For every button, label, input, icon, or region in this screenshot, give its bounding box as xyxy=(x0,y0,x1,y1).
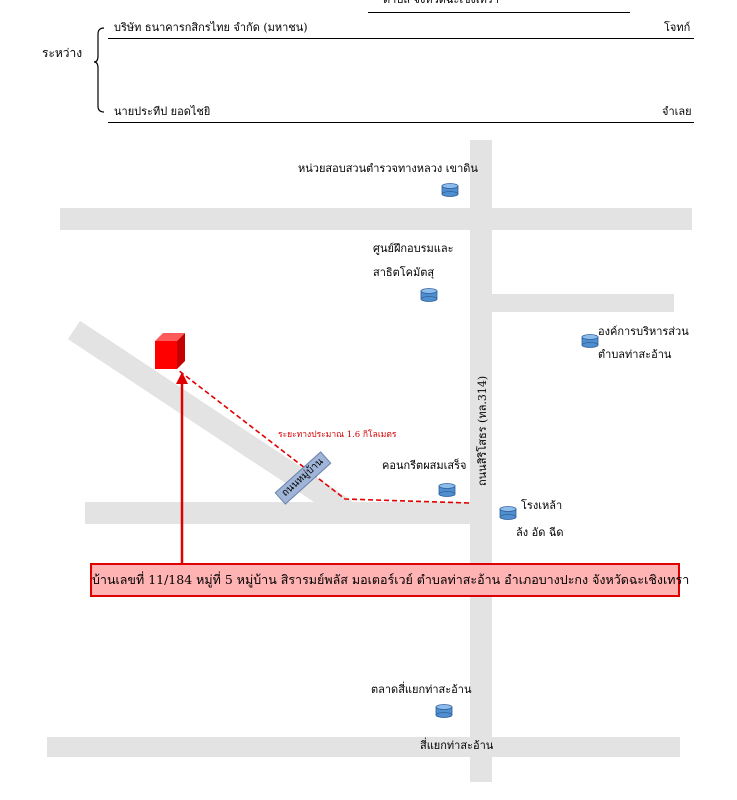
road-top-horizontal xyxy=(60,208,692,230)
intersection-label: สี่แยกท่าสะอ้าน xyxy=(420,739,494,752)
landmark-label-training-center-1: ศูนย์ฝึกอบรมและ xyxy=(373,242,454,255)
main-road-vertical xyxy=(470,140,492,782)
distance-note: ระยะทางประมาณ 1.6 กิโลเมตร xyxy=(278,430,397,440)
landmark-label-distillery-1: โรงเหล้า xyxy=(521,499,563,512)
cylinder-icon xyxy=(438,483,456,497)
landmark-label-training-center-2: สาธิตโคมัตสุ xyxy=(373,266,435,279)
header-top-partial: ตำบล จังหวัดฉะเชิงเทรา xyxy=(383,0,499,8)
bracket xyxy=(94,27,105,113)
header-top-rule xyxy=(368,12,630,13)
landmark-label-distillery-2: ล้ง อัด ฉีด xyxy=(516,526,564,539)
party-one-rule xyxy=(108,38,694,39)
party-two-role: จำเลย xyxy=(662,105,692,118)
landmark-label-sao-2: ตำบลท่าสะอ้าน xyxy=(598,348,672,361)
road-branch-right xyxy=(492,294,674,312)
party-two-name: นายประทีป ยอดไชยิ xyxy=(114,105,211,118)
party-two-rule xyxy=(108,122,694,123)
landmark-label-highway-police: หน่วยสอบสวนตำรวจทางหลวง เขาดิน xyxy=(298,162,478,175)
red-cube-icon xyxy=(155,333,185,369)
route-arrow-solid xyxy=(176,372,188,563)
between-label: ระหว่าง xyxy=(42,46,83,60)
main-road-label: ถนนสิริโสธร (ทล.314) xyxy=(476,375,489,486)
route-path-dashed xyxy=(177,369,470,504)
address-banner: บ้านเลขที่ 11/184 หมู่ที่ 5 หมู่บ้าน สิร… xyxy=(90,563,689,597)
landmark-label-concrete: คอนกรีตผสมเสร็จ xyxy=(382,459,467,472)
landmark-label-sao-1: องค์การบริหารส่วน xyxy=(598,325,689,338)
cylinder-icon xyxy=(581,334,599,348)
party-one-role: โจทก์ xyxy=(664,21,691,34)
cylinder-icon xyxy=(441,183,459,197)
landmark-label-market: ตลาดสี่แยกท่าสะอ้าน xyxy=(371,683,472,696)
cylinder-icon xyxy=(499,506,517,520)
cylinder-icon xyxy=(420,288,438,302)
cylinder-icon xyxy=(435,704,453,718)
road-bottom-horizontal xyxy=(47,737,680,757)
party-one-name: บริษัท ธนาคารกสิกรไทย จำกัด (มหาชน) xyxy=(114,21,308,34)
